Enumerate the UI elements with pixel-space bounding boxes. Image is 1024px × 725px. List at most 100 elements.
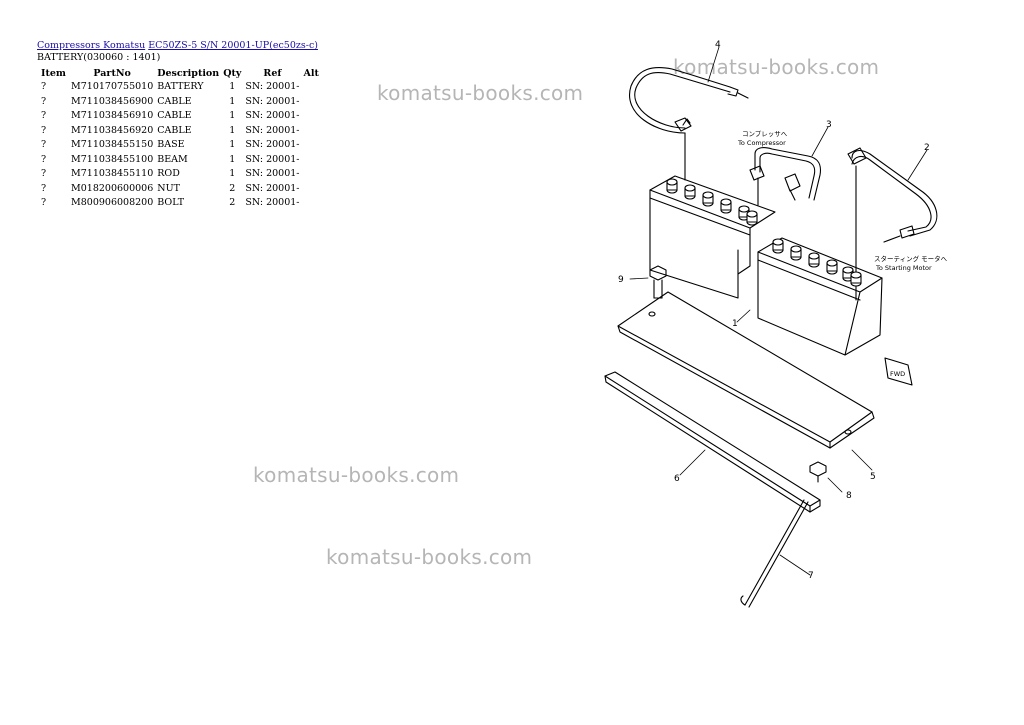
to-starting-motor-label: To Starting Motor xyxy=(875,264,932,272)
cell-qty: 1 xyxy=(229,95,236,107)
cell-partno: M711038455150 xyxy=(71,139,154,150)
breadcrumb-link-compressors[interactable]: Compressors Komatsu xyxy=(37,40,146,51)
cable-3 xyxy=(749,147,822,206)
breadcrumb: Compressors Komatsu EC50ZS-5 S/N 20001-U… xyxy=(37,40,318,51)
cell-alt xyxy=(302,124,324,139)
cell-qty: 1 xyxy=(229,153,236,165)
parts-table: Item PartNo Description Qty Ref Alt ? M71… xyxy=(37,66,324,211)
cell-qty: 1 xyxy=(229,81,236,92)
battery-left xyxy=(649,175,776,299)
cell-alt xyxy=(302,138,324,153)
cell-qty: 2 xyxy=(229,182,236,194)
cell-alt xyxy=(302,167,324,182)
cell-alt xyxy=(302,153,324,168)
callout-8: 8 xyxy=(846,491,852,501)
cell-description: BATTERY xyxy=(157,81,204,92)
cell-item: ? xyxy=(41,182,47,194)
cell-qty: 2 xyxy=(229,197,236,208)
watermark: komatsu-books.com xyxy=(253,463,460,487)
cell-description: NUT xyxy=(157,182,180,194)
cell-ref: SN: 20001- xyxy=(245,139,300,150)
cell-alt xyxy=(302,182,324,197)
bolt-9 xyxy=(649,265,667,299)
cell-item: ? xyxy=(41,81,47,92)
cell-partno: M710170755010 xyxy=(71,81,154,92)
callout-7: 7 xyxy=(808,571,814,581)
cell-description: BOLT xyxy=(157,197,185,208)
cell-ref: SN: 20001- xyxy=(245,153,300,165)
cell-ref: SN: 20001- xyxy=(245,182,300,194)
watermark: komatsu-books.com xyxy=(326,545,533,569)
to-compressor-label: To Compressor xyxy=(737,139,786,147)
cell-alt xyxy=(302,109,324,124)
callout-9: 9 xyxy=(618,275,624,285)
callout-3: 3 xyxy=(826,120,832,130)
beam-6 xyxy=(604,371,821,513)
cell-alt xyxy=(302,80,324,95)
cell-alt xyxy=(302,95,324,110)
header-ref: Ref xyxy=(263,67,282,79)
cell-partno: M711038455100 xyxy=(71,153,154,165)
cell-ref: SN: 20001- xyxy=(245,124,300,136)
nut-8 xyxy=(809,461,827,483)
battery-exploded-diagram: FWD 4 3 2 9 1 5 6 8 7 コンプレッサへ To Compres… xyxy=(604,40,948,608)
cell-description: ROD xyxy=(157,168,180,179)
cable-4 xyxy=(628,67,749,181)
callout-2: 2 xyxy=(924,143,930,153)
cell-item: ? xyxy=(41,168,47,179)
cell-partno: M018200600006 xyxy=(71,182,154,194)
cell-item: ? xyxy=(41,95,47,107)
fwd-indicator: FWD xyxy=(884,357,913,386)
cell-qty: 1 xyxy=(229,124,236,136)
header-qty: Qty xyxy=(223,67,242,79)
cell-item: ? xyxy=(41,139,47,150)
callout-4: 4 xyxy=(715,40,721,50)
cell-description: BASE xyxy=(157,139,185,150)
watermark: komatsu-books.com xyxy=(377,81,584,105)
header-partno: PartNo xyxy=(93,67,131,79)
breadcrumb-link-model[interactable]: EC50ZS-5 S/N 20001-UP(ec50zs-c) xyxy=(148,40,318,51)
cell-description: CABLE xyxy=(157,124,192,136)
cell-qty: 1 xyxy=(229,110,236,121)
cell-partno: M800906008200 xyxy=(71,197,154,208)
header-description: Description xyxy=(157,67,220,79)
cell-qty: 1 xyxy=(229,168,236,179)
cell-ref: SN: 20001- xyxy=(245,81,300,92)
leader-lines xyxy=(629,46,928,576)
cell-item: ? xyxy=(41,124,47,136)
cell-item: ? xyxy=(41,153,47,165)
cell-ref: SN: 20001- xyxy=(245,168,300,179)
cell-item: ? xyxy=(41,110,47,121)
cell-partno: M711038456900 xyxy=(71,95,154,107)
cell-description: CABLE xyxy=(157,95,192,107)
cell-alt xyxy=(302,196,324,211)
watermark: komatsu-books.com xyxy=(673,55,880,79)
callout-5: 5 xyxy=(870,472,876,482)
battery-right xyxy=(757,237,883,356)
cell-qty: 1 xyxy=(229,139,236,150)
cell-ref: SN: 20001- xyxy=(245,110,300,121)
callout-1: 1 xyxy=(732,319,738,329)
table-header-row: Item PartNo Description Qty Ref Alt xyxy=(37,66,324,80)
base-plate-5 xyxy=(617,291,875,449)
svg-text:FWD: FWD xyxy=(890,370,905,378)
cell-item: ? xyxy=(41,197,47,208)
cell-description: CABLE xyxy=(157,110,192,121)
cell-partno: M711038455110 xyxy=(71,168,154,179)
header-item: Item xyxy=(41,67,66,79)
cell-partno: M711038456910 xyxy=(71,110,154,121)
callout-labels: 4 3 2 9 1 5 6 8 7 コンプレッサへ To Compressor … xyxy=(618,40,948,581)
rod-7 xyxy=(740,499,809,608)
cell-partno: M711038456920 xyxy=(71,124,154,136)
header-alt: Alt xyxy=(303,67,319,79)
cell-ref: SN: 20001- xyxy=(245,95,300,107)
